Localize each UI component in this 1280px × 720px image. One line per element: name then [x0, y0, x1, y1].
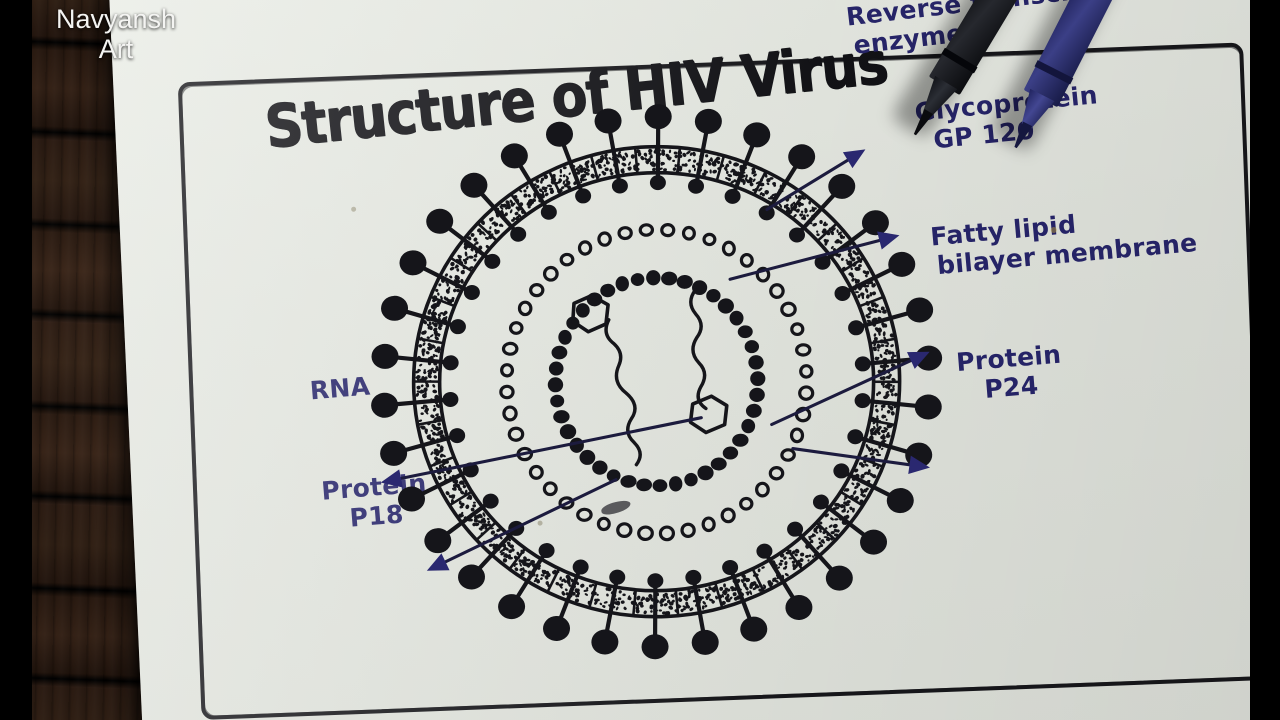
label-protein-p18: Protein P18 [318, 433, 517, 564]
label-rna: RNA [306, 336, 450, 406]
label-protein-p24: Protein P24 [953, 303, 1162, 435]
letterbox-bar-left [0, 0, 32, 720]
letterbox-bar-right [1250, 0, 1280, 720]
watermark: Navyansh Art [36, 4, 196, 64]
watermark-line-2: Art [98, 34, 134, 65]
watermark-line-1: Navyansh [55, 4, 177, 34]
label-line-1: RNA [308, 371, 372, 406]
poster-paper: Structure of HIV Virus Reverse transcrip… [108, 0, 1280, 720]
